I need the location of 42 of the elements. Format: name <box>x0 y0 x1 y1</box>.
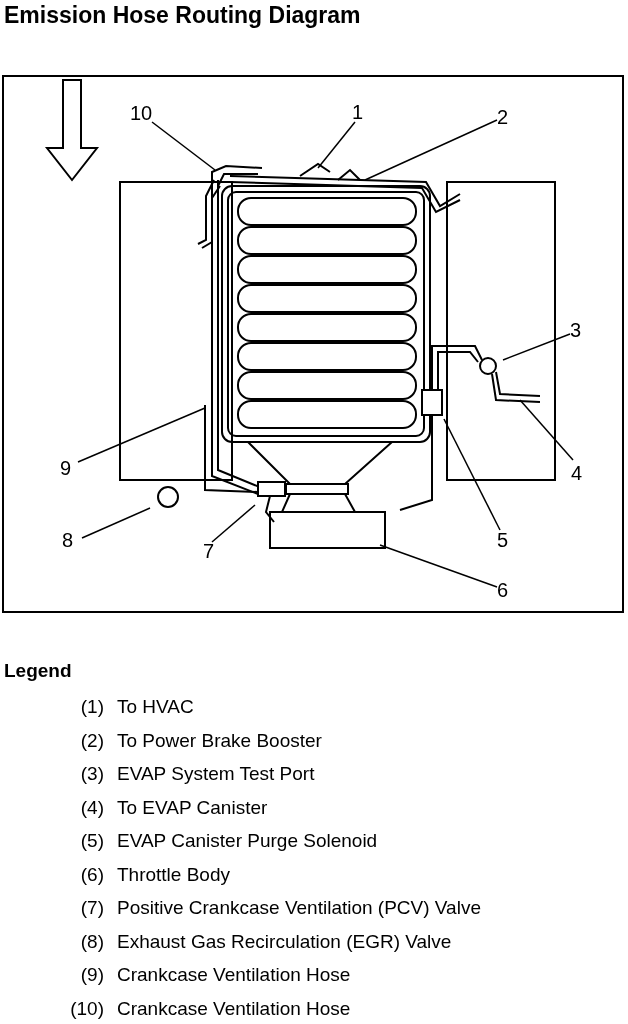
legend-number: (7) <box>80 897 104 919</box>
callout-number: 6 <box>497 579 509 601</box>
callout-number: 7 <box>203 540 215 562</box>
legend-text: EVAP System Test Port <box>117 763 315 785</box>
callout-number: 10 <box>130 102 153 124</box>
legend-text: EVAP Canister Purge Solenoid <box>117 830 378 852</box>
callout-number: 5 <box>497 529 509 551</box>
legend-number: (2) <box>80 729 104 752</box>
legend-text: To EVAP Canister <box>117 796 268 819</box>
leader-line <box>379 544 498 588</box>
callout-number: 2 <box>497 106 509 128</box>
legend-text: Positive Crankcase Ventilation (PCV) Valve <box>117 897 481 919</box>
legend-text: Crankcase Ventilation Hose <box>117 964 351 986</box>
leader-line <box>519 399 574 461</box>
legend-number: (5) <box>80 830 104 852</box>
legend-heading: Legend <box>4 660 72 682</box>
leader-line <box>443 418 501 531</box>
legend-text: Crankcase Ventilation Hose <box>117 997 351 1020</box>
leader-line <box>502 333 571 361</box>
legend-text: To Power Brake Booster <box>117 729 322 752</box>
callout-number: 9 <box>60 457 72 479</box>
callout-number: 3 <box>570 319 582 341</box>
legend-text: Throttle Body <box>117 863 230 886</box>
legend-text: Exhaust Gas Recirculation (EGR) Valve <box>117 930 452 953</box>
leader-line <box>77 407 206 463</box>
diagram-title: Emission Hose Routing Diagram <box>4 2 361 29</box>
legend-number: (8) <box>80 930 104 953</box>
legend-number: (9) <box>80 964 104 986</box>
legend-text: To HVAC <box>117 696 194 718</box>
leader-line <box>317 121 356 169</box>
leader-line <box>211 504 256 543</box>
legend-number: (6) <box>80 863 104 886</box>
legend-number: (1) <box>80 696 104 718</box>
legend-number: (3) <box>80 763 104 785</box>
leader-line <box>81 507 151 539</box>
legend-number: (4) <box>80 796 104 819</box>
callout-number: 4 <box>571 462 583 484</box>
leader-line <box>151 121 216 171</box>
callout-number: 8 <box>62 529 74 551</box>
legend-number: (10) <box>70 997 104 1020</box>
callout-number: 1 <box>352 101 364 123</box>
leader-line <box>364 119 498 181</box>
